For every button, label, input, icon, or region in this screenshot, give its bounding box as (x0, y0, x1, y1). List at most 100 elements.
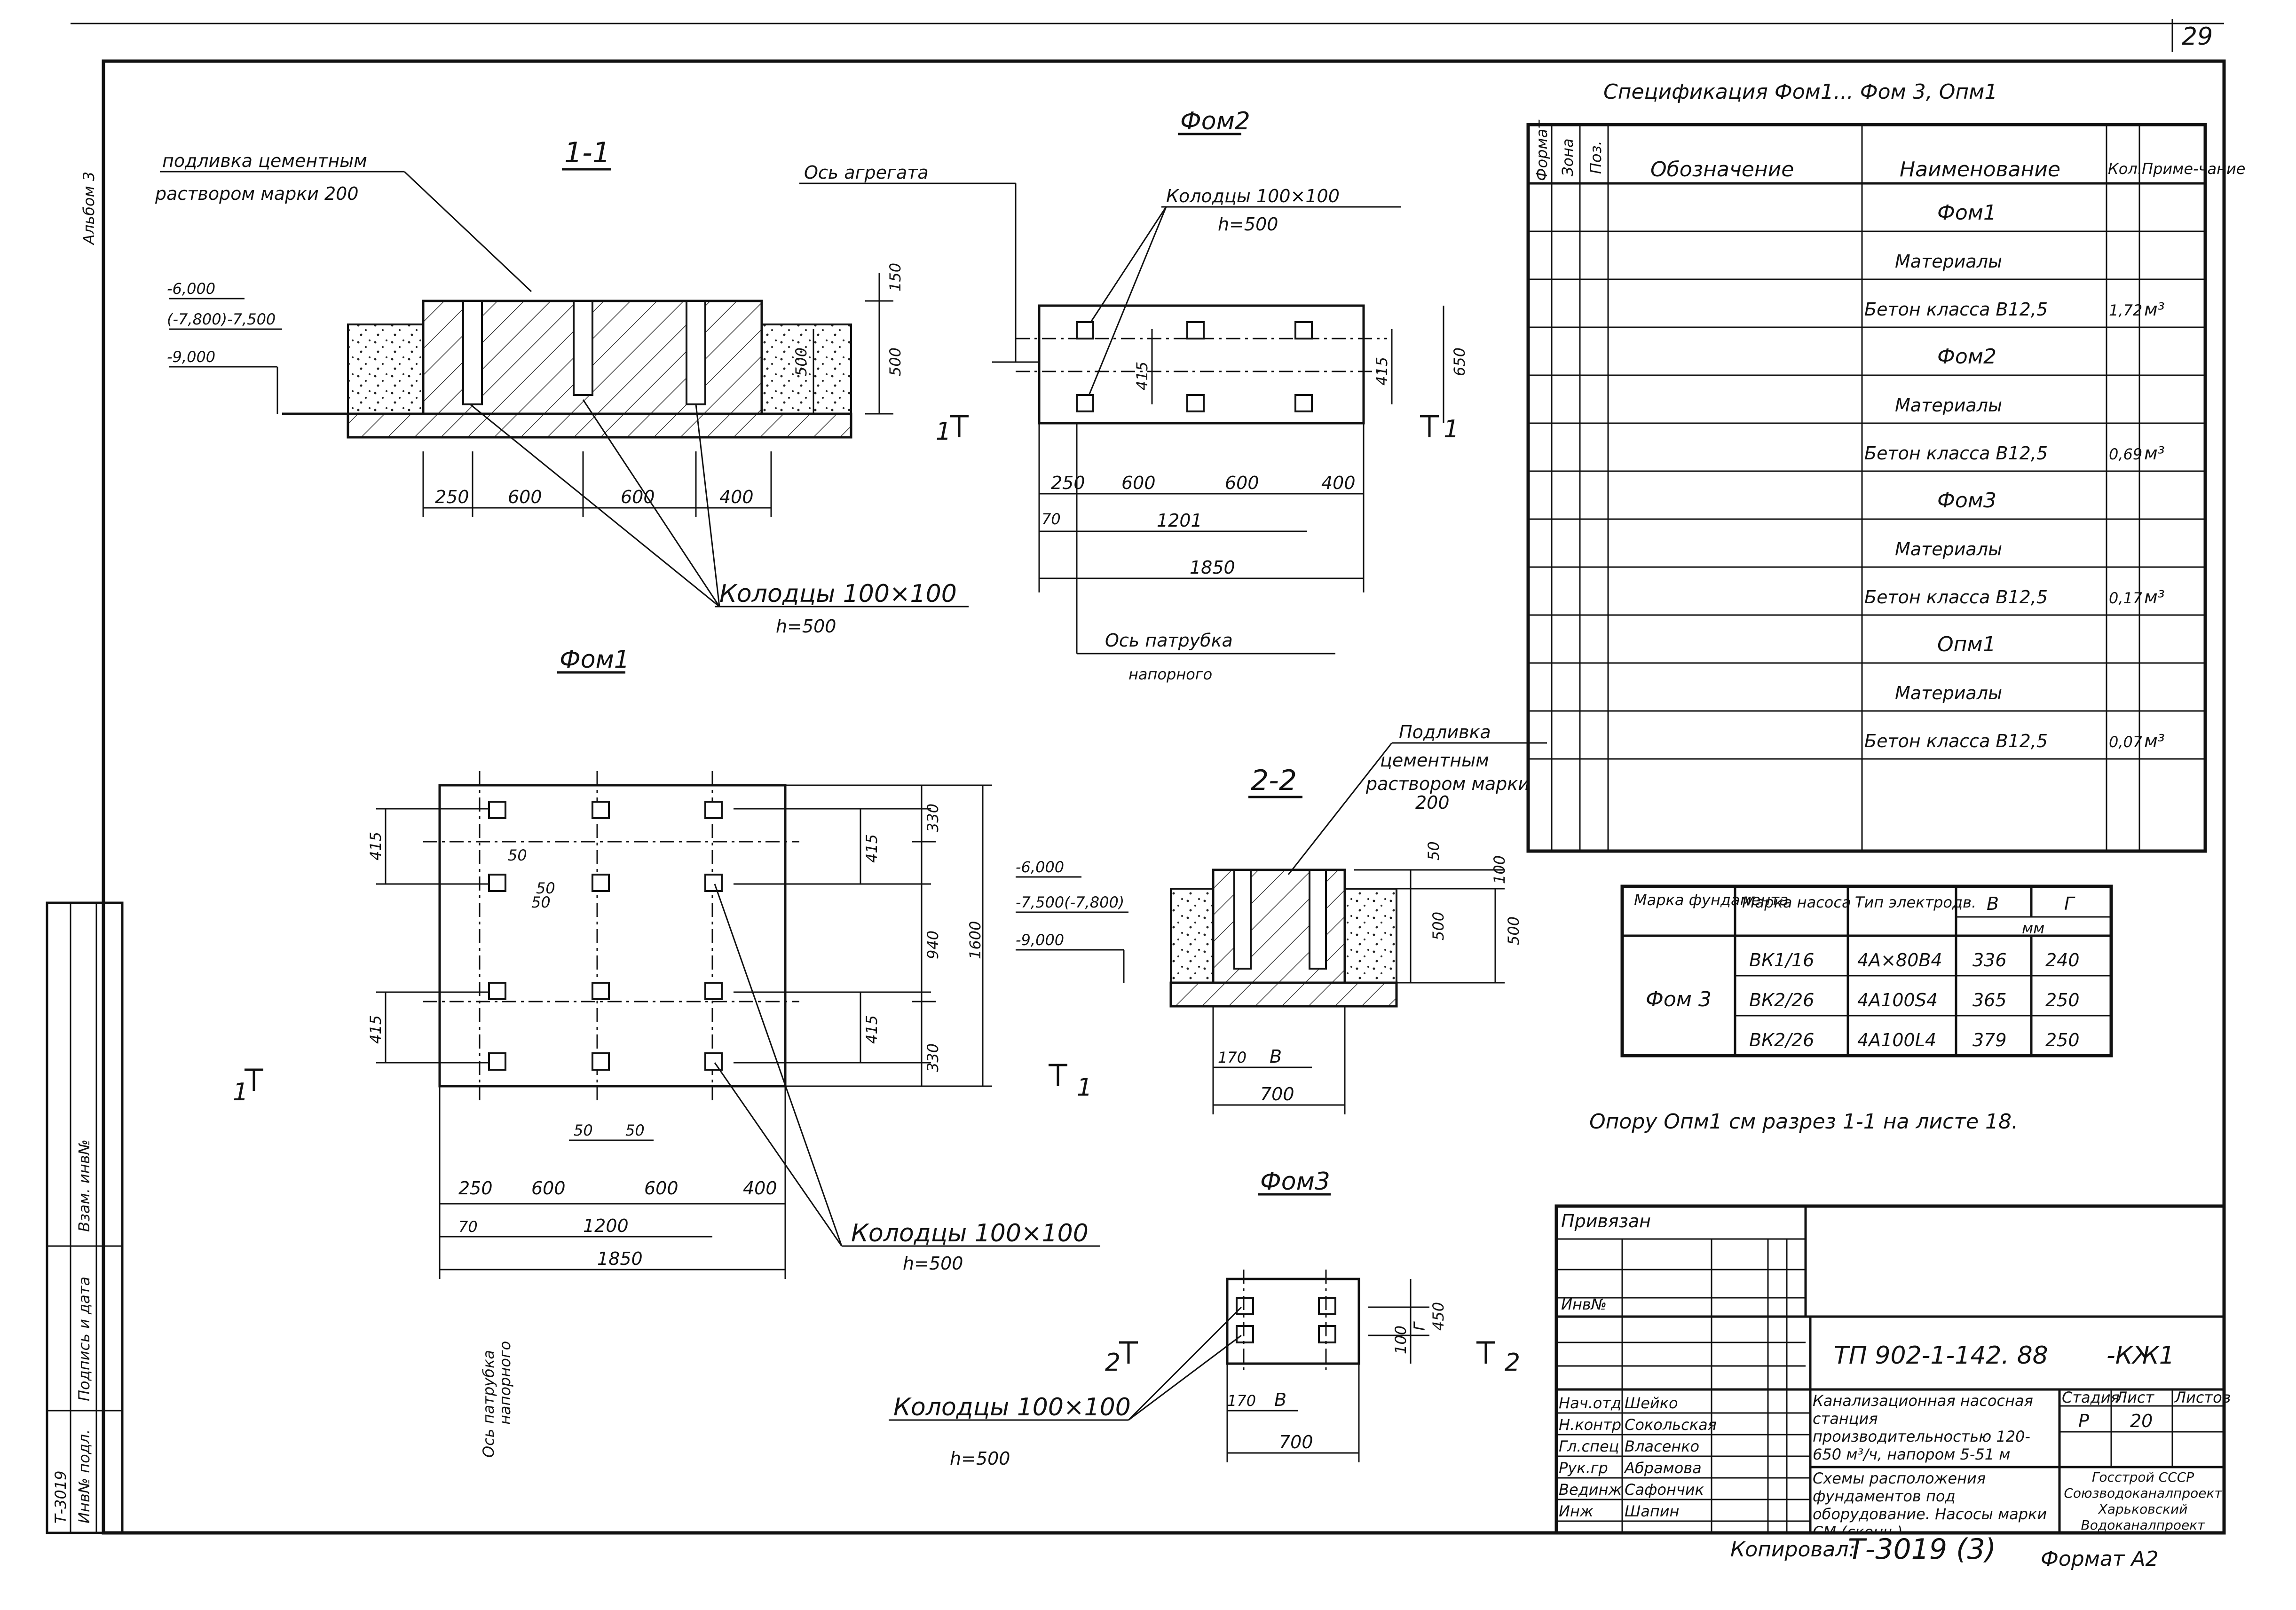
svg-text:Марка фундамента: Марка фундамента (1634, 891, 1789, 909)
pump-foundation: Фом 3 (1646, 987, 1712, 1011)
section-2-2: 2-2 Подливка цементным раствором марки 2… (1016, 722, 1547, 1114)
spec-row-unit: м³ (2144, 731, 2165, 751)
footer-copied: Копировал: (1730, 1538, 1855, 1562)
tb-role: Вединж (1559, 1481, 1622, 1499)
spec-row-name: Фом1 (1937, 201, 1996, 225)
pump-cell: 4А100S4 (1857, 990, 1938, 1010)
svg-text:раствором марки: раствором марки (1365, 773, 1530, 794)
pump-cell: ВК1/16 (1749, 950, 1814, 971)
svg-text:700: 700 (1279, 1432, 1313, 1452)
svg-text:напорного: напорного (1128, 665, 1212, 683)
specification-table: Спецификация Фом1... Фом 3, Опм1 Формат … (1526, 80, 2245, 853)
tb-name: Сафончик (1625, 1481, 1704, 1499)
tb-name: Абрамова (1624, 1459, 1702, 1477)
svg-text:1850: 1850 (1190, 557, 1235, 578)
svg-text:50: 50 (574, 1121, 593, 1139)
section-1-1: 1-1 подливка цементным раствором марки 2… (155, 136, 969, 637)
svg-text:415: 415 (1133, 362, 1151, 390)
svg-text:400: 400 (719, 487, 754, 507)
pump-cell: 4А100L4 (1857, 1030, 1936, 1050)
svg-text:-6,000: -6,000 (1016, 858, 1064, 876)
tb-role: Гл.спец (1559, 1437, 1619, 1455)
svg-text:Формат: Формат (1533, 119, 1551, 181)
tb-role: Инж (1559, 1502, 1594, 1520)
pump-cell: 365 (1973, 990, 2007, 1010)
svg-text:70: 70 (1041, 510, 1061, 528)
svg-text:Лист: Лист (2115, 1389, 2154, 1406)
svg-text:мм: мм (2022, 919, 2044, 937)
spec-row-name: Опм1 (1937, 632, 1996, 656)
fom1-wells-label: Колодцы 100×100 (851, 1219, 1089, 1247)
svg-text:Привязан: Привязан (1561, 1211, 1651, 1231)
svg-text:1600: 1600 (966, 921, 984, 959)
object-text: Канализационная насосная станция произво… (1813, 1392, 2033, 1463)
svg-text:-9,000: -9,000 (1016, 931, 1064, 949)
svg-text:Листов: Листов (2174, 1389, 2231, 1406)
pump-cell: 240 (2045, 950, 2080, 971)
tb-name: Сокольская (1625, 1416, 1717, 1434)
svg-text:600: 600 (508, 487, 542, 507)
tb-role: Н.контр (1559, 1416, 1621, 1434)
svg-text:B: B (1270, 1046, 1282, 1067)
spec-row-name: Бетон класса В12,5 (1864, 587, 2048, 608)
svg-text:h=500: h=500 (903, 1253, 963, 1274)
svg-text:h=500: h=500 (1218, 214, 1278, 235)
svg-text:150: 150 (886, 263, 904, 292)
svg-text:600: 600 (644, 1178, 679, 1199)
svg-text:500: 500 (886, 347, 904, 376)
tb-name: Власенко (1625, 1437, 1699, 1455)
svg-text:940: 940 (924, 931, 942, 959)
svg-text:50: 50 (1425, 841, 1443, 860)
spec-row-qty: 0,17 (2109, 589, 2143, 607)
svg-text:h=500: h=500 (950, 1448, 1010, 1469)
svg-text:Подливка: Подливка (1399, 722, 1491, 742)
svg-text:Ось патрубка: Ось патрубка (1105, 630, 1233, 651)
left-stamp: Т-3019 Инв№ подл. Подпись и дата Взам. и… (46, 901, 124, 1534)
wells-label-1: Колодцы 100×100 (719, 580, 957, 608)
tb-role: Рук.гр (1559, 1459, 1608, 1477)
svg-text:415: 415 (1373, 357, 1391, 386)
fom1-outline (438, 784, 787, 1088)
spec-row-name: Фом3 (1937, 489, 1996, 513)
grout-note-1: подливка цементным (162, 150, 367, 171)
svg-text:100: 100 (1392, 1326, 1410, 1354)
pump-cell: 379 (1973, 1030, 2007, 1050)
fom3-plan: Фом3 100 Г 450 170 B 700 Колодцы 100×100… (889, 1168, 1520, 1469)
svg-text:Г: Г (1411, 1321, 1428, 1331)
svg-text:50: 50 (531, 893, 551, 911)
pump-cell: 250 (2045, 1030, 2080, 1050)
svg-text:500: 500 (792, 347, 810, 376)
svg-text:-7,500(-7,800): -7,500(-7,800) (1016, 893, 1124, 911)
drawing-code: ТП 902-1-142. 88 (1834, 1342, 2048, 1370)
svg-text:600: 600 (1225, 473, 1259, 493)
svg-text:Взам. инв№: Взам. инв№ (75, 1139, 93, 1232)
spec-row-unit: м³ (2144, 587, 2165, 608)
svg-text:Зона: Зона (1559, 138, 1577, 176)
svg-text:415: 415 (863, 834, 881, 863)
svg-text:-КЖ1: -КЖ1 (2107, 1342, 2175, 1370)
spec-row-name: Материалы (1895, 539, 2002, 560)
svg-text:500: 500 (1505, 916, 1523, 945)
spec-title: Спецификация Фом1... Фом 3, Опм1 (1603, 80, 1997, 104)
spec-row-qty: 1,72 (2109, 301, 2142, 319)
wells-h-1: h=500 (776, 616, 836, 637)
fom1-plan: Фом1 415 415 415 41 (233, 646, 1100, 1458)
svg-text:Приме-чание: Приме-чание (2142, 160, 2245, 178)
svg-text:1200: 1200 (583, 1215, 629, 1236)
note-opm1: Опору Опм1 см разрез 1-1 на листе 18. (1589, 1110, 2018, 1134)
svg-text:450: 450 (1429, 1302, 1447, 1331)
svg-text:415: 415 (863, 1015, 881, 1044)
svg-text:250: 250 (1051, 473, 1085, 493)
svg-text:Стадия: Стадия (2062, 1389, 2120, 1406)
spec-row-name: Фом2 (1937, 345, 1996, 369)
spec-row-name: Бетон класса В12,5 (1864, 731, 2048, 751)
svg-text:1850: 1850 (597, 1248, 643, 1269)
fom2-title: Фом2 (1180, 107, 1250, 135)
fom1-title: Фом1 (560, 646, 630, 674)
svg-text:Тип электродв.: Тип электродв. (1855, 893, 1976, 911)
tb-role: Нач.отд (1559, 1394, 1621, 1412)
pump-cell: 336 (1973, 950, 2007, 971)
fom2-outline (1038, 304, 1365, 425)
svg-text:400: 400 (743, 1178, 777, 1199)
